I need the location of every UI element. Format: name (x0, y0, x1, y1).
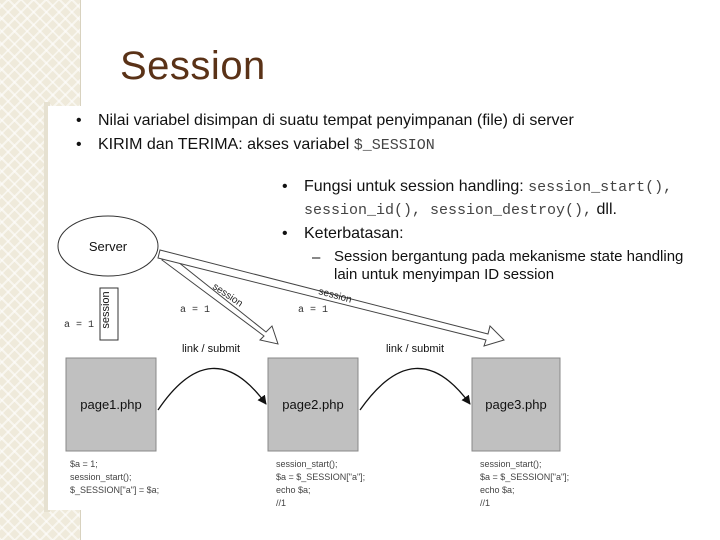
page3-label: page3.php (485, 397, 546, 412)
link-label-1: link / submit (182, 343, 240, 355)
link-arrow-2 (359, 367, 471, 411)
bullet-send-receive: • KIRIM dan TERIMA: akses variabel $_SES… (76, 136, 435, 154)
page1-code-line: $_SESSION["a"] = $a; (70, 485, 159, 495)
bullet-dot: • (76, 112, 82, 129)
page2-code-line: $a = $_SESSION["a"]; (276, 472, 365, 482)
page3-code-line: session_start(); (480, 459, 542, 469)
link-label-2: link / submit (386, 343, 444, 355)
link-arrow-1 (157, 367, 267, 411)
panel-shadow (44, 102, 50, 512)
page1-code-line: $a = 1; (70, 459, 98, 469)
page3-code-line: echo $a; (480, 485, 515, 495)
bullet-functions: • Fungsi untuk session handling: session… (282, 178, 673, 196)
session-arrow-page3 (157, 249, 505, 347)
bullet-dot: • (282, 225, 288, 242)
bullet-dot: • (282, 178, 288, 195)
page1-box (65, 357, 157, 452)
bullet-limitations: • Keterbatasan: (282, 225, 404, 243)
server-label: Server (89, 239, 128, 254)
page3-code-line: $a = $_SESSION["a"]; (480, 472, 569, 482)
page3-box (471, 357, 561, 452)
sub-bullet-line-1: Session bergantung pada mekanisme state … (334, 248, 684, 265)
a-equals-left: a = 1 (64, 320, 94, 331)
bullet-limitations-text: Keterbatasan: (304, 225, 404, 242)
session-vertical-label: session (100, 291, 112, 328)
page2-label: page2.php (282, 397, 343, 412)
page1-code-line: session_start(); (70, 472, 132, 482)
bullet-functions-line2: session_id(), session_destroy(), dll. (304, 201, 617, 219)
page1-code: $a = 1; session_start(); $_SESSION["a"] … (70, 459, 159, 495)
bullet-dot: • (76, 136, 82, 153)
session-functions-code: session_id(), session_destroy(), (304, 202, 593, 219)
page2-code-line: //1 (276, 498, 286, 508)
a-equals-1: a = 1 (180, 305, 210, 316)
bullet-storage-text: Nilai variabel disimpan di suatu tempat … (98, 112, 574, 129)
server-node (57, 215, 159, 277)
a-equals-2: a = 1 (298, 305, 328, 316)
sub-bullet-dash: – (312, 249, 321, 266)
page2-code-line: session_start(); (276, 459, 338, 469)
bullet-send-receive-text: KIRIM dan TERIMA: akses variabel (98, 136, 354, 153)
session-storage-box (99, 287, 119, 341)
bullet-functions-text: Fungsi untuk session handling: (304, 178, 529, 195)
session-variable-code: $_SESSION (353, 137, 435, 154)
sub-bullet-line-2: lain untuk menyimpan ID session (334, 266, 555, 283)
session-start-code: session_start(), (528, 179, 673, 196)
session-arrow-page2 (161, 253, 279, 345)
page2-code-line: echo $a; (276, 485, 311, 495)
page2-box (267, 357, 359, 452)
bullet-storage: • Nilai variabel disimpan di suatu tempa… (76, 112, 574, 130)
page3-code: session_start(); $a = $_SESSION["a"]; ec… (480, 459, 569, 508)
bullet-functions-tail: dll. (592, 201, 617, 218)
page3-code-line: //1 (480, 498, 490, 508)
page-title: Session (120, 44, 266, 88)
page2-code: session_start(); $a = $_SESSION["a"]; ec… (276, 459, 365, 508)
page1-label: page1.php (80, 397, 141, 412)
